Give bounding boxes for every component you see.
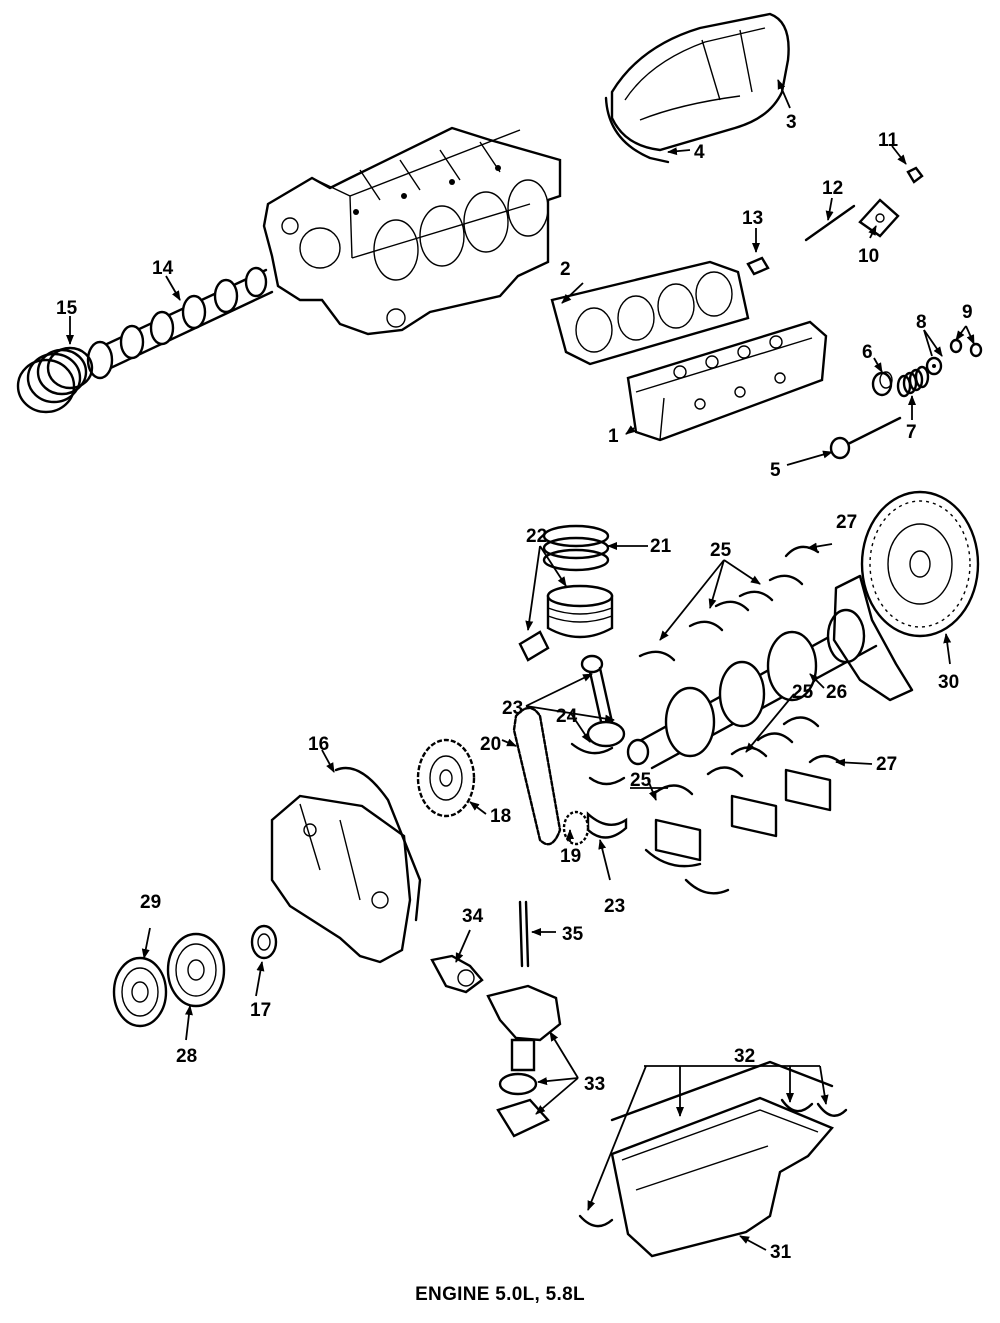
callout-19: 19 <box>560 846 581 867</box>
callout-1: 1 <box>608 426 619 447</box>
cam-bearing <box>16 346 94 414</box>
rear-cover-plate <box>832 574 914 702</box>
harmonic-damper <box>166 932 226 1008</box>
callout-33: 33 <box>584 1074 605 1095</box>
oil-pan <box>610 1096 834 1258</box>
callout-23a: 23 <box>502 698 523 719</box>
flywheel <box>860 490 980 638</box>
callout-34: 34 <box>462 906 484 927</box>
main-bearings-upper <box>638 574 804 662</box>
callout-28: 28 <box>176 1046 197 1067</box>
timing-chain <box>512 706 562 846</box>
rocker-arm <box>858 198 900 238</box>
crank-sprocket <box>562 810 590 846</box>
oil-pump-shaft <box>518 900 530 968</box>
engine-block <box>262 126 562 336</box>
timing-cover <box>270 766 422 964</box>
callout-9: 9 <box>962 302 973 323</box>
camshaft <box>86 266 274 380</box>
spring-retainer <box>925 356 943 376</box>
callout-4: 4 <box>694 142 705 163</box>
oil-pump <box>486 984 562 1138</box>
connecting-rod <box>580 654 626 748</box>
callout-7: 7 <box>906 422 917 443</box>
callout-27a: 27 <box>836 512 857 533</box>
valve-cover <box>604 12 790 164</box>
callout-18: 18 <box>490 806 511 827</box>
piston <box>546 584 614 639</box>
callout-24: 24 <box>556 706 578 727</box>
callout-30: 30 <box>938 672 959 693</box>
valve-spring <box>896 365 930 398</box>
piston-pin <box>518 630 550 662</box>
callout-22: 22 <box>526 526 547 547</box>
callout-20: 20 <box>480 734 501 755</box>
callout-31: 31 <box>770 1242 792 1263</box>
callout-labels: 1 2 3 4 5 6 7 8 9 10 11 12 13 14 15 16 1… <box>56 112 973 1263</box>
leader-lines <box>66 79 975 1251</box>
callout-5: 5 <box>770 460 781 481</box>
oil-pan-gaskets <box>578 1060 848 1228</box>
callout-29: 29 <box>140 892 161 913</box>
callout-12: 12 <box>822 178 843 199</box>
callout-8: 8 <box>916 312 927 333</box>
callout-13: 13 <box>742 208 763 229</box>
rocker-nut <box>906 166 924 184</box>
rod-cap <box>586 811 628 839</box>
diagram-caption: ENGINE 5.0L, 5.8L <box>415 1284 585 1305</box>
crankshaft <box>626 608 878 770</box>
valve <box>829 416 902 460</box>
oil-pickup <box>430 954 484 994</box>
pushrod <box>804 204 856 242</box>
crank-pulley <box>112 956 168 1028</box>
callout-27b: 27 <box>876 754 897 775</box>
callout-11: 11 <box>878 130 899 151</box>
callout-17: 17 <box>250 1000 271 1021</box>
front-seal <box>250 924 278 960</box>
lifter <box>746 256 770 276</box>
rod-bearing <box>570 742 626 786</box>
callout-25b: 25 <box>792 682 814 703</box>
callout-3: 3 <box>786 112 797 133</box>
callout-26: 26 <box>826 682 847 703</box>
cylinder-head <box>626 320 828 442</box>
callout-2: 2 <box>560 259 571 280</box>
callout-32: 32 <box>734 1046 755 1067</box>
cam-sprocket <box>416 738 476 818</box>
callout-35: 35 <box>562 924 584 945</box>
valve-seal <box>871 371 893 397</box>
callout-10: 10 <box>858 246 879 267</box>
main-bearings-lower <box>644 716 832 895</box>
callout-21: 21 <box>650 536 672 557</box>
callout-25c: 25 <box>630 770 652 791</box>
head-gasket <box>550 260 750 366</box>
valve-keepers <box>949 338 983 358</box>
callout-15: 15 <box>56 298 78 319</box>
callout-16: 16 <box>308 734 329 755</box>
callout-23b: 23 <box>604 896 625 917</box>
callout-14: 14 <box>152 258 174 279</box>
piston-rings <box>542 524 610 572</box>
callout-25a: 25 <box>710 540 732 561</box>
callout-6: 6 <box>862 342 873 363</box>
